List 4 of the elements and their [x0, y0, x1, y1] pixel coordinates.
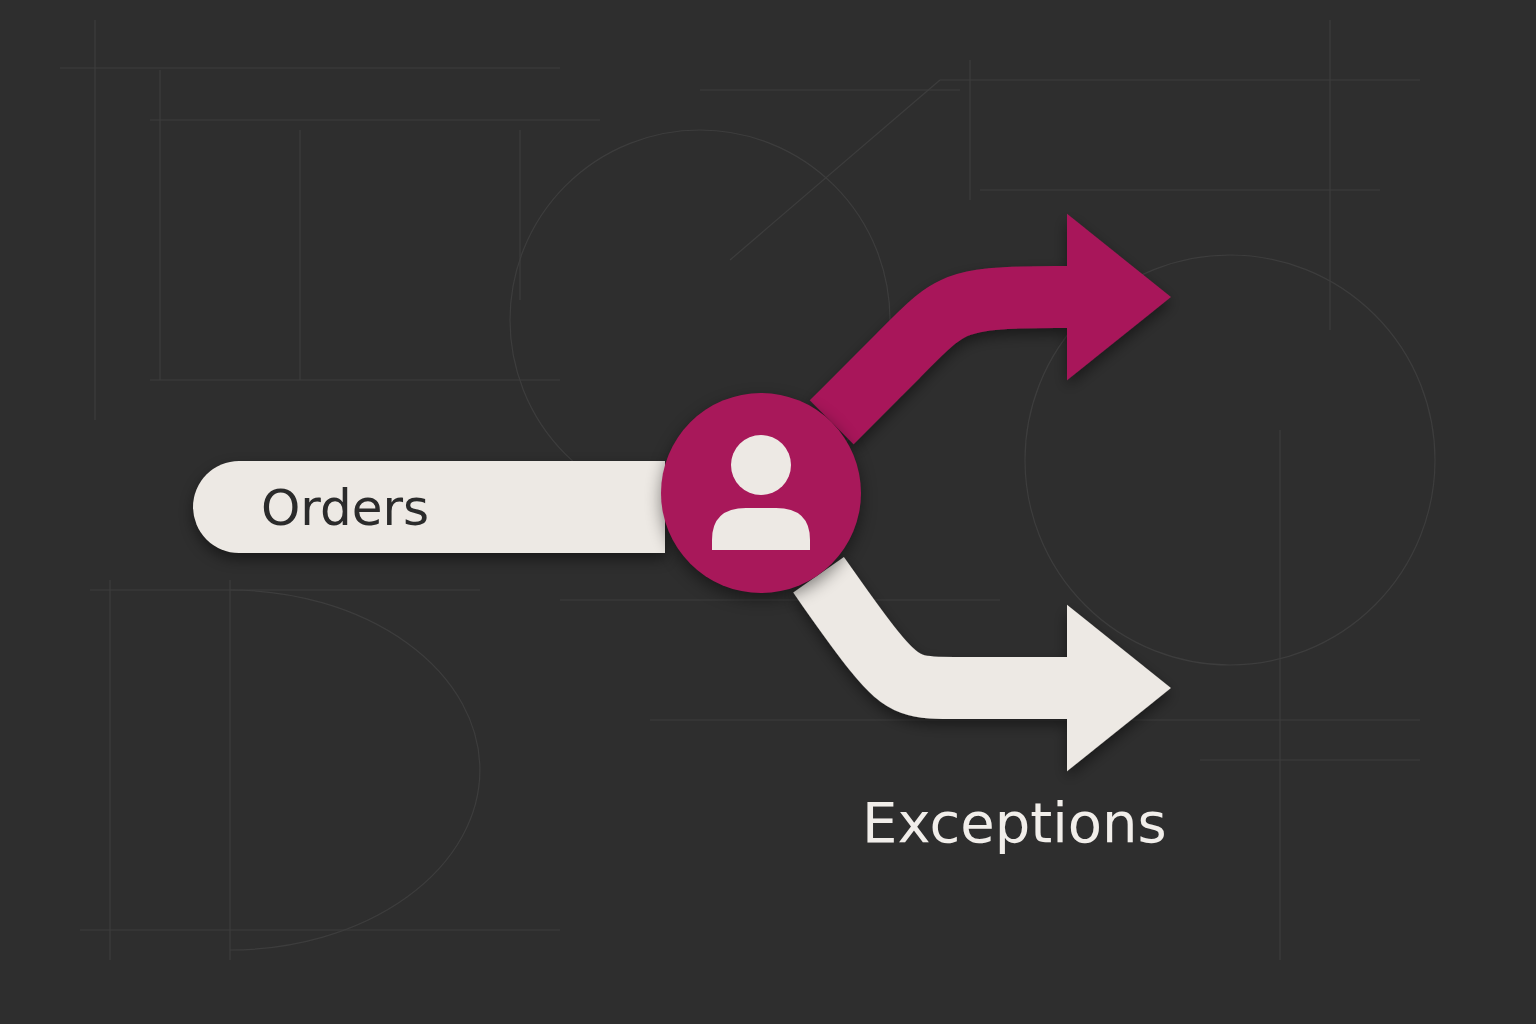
arrow [793, 556, 1171, 772]
input-bar [193, 461, 665, 553]
bar-label: Orders [261, 479, 430, 537]
branch-label: Exceptions [862, 790, 1167, 855]
